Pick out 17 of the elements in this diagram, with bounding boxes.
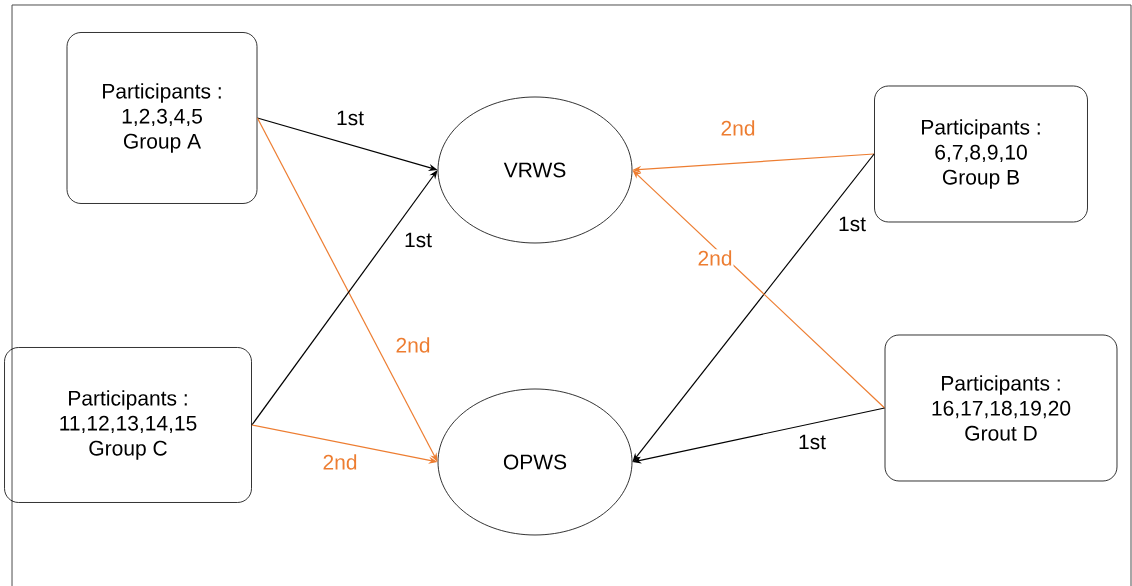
ellipse-node: OPWS (437, 388, 633, 536)
edge-label: 1st (405, 232, 432, 248)
edge-label: 2nd (721, 120, 755, 136)
participant-box: Participants : 16,17,18,19,20 Grout D (884, 334, 1118, 482)
arrow (256, 117, 438, 462)
ellipse-node: VRWS (437, 96, 633, 244)
edge-label: 2nd (396, 337, 430, 353)
participant-box: Participants : 11,12,13,14,15 Group C (4, 347, 252, 503)
arrow (251, 170, 438, 426)
edge-label: 2nd (698, 250, 732, 266)
edge-label: 1st (337, 110, 364, 126)
participant-box: Participants : 6,7,8,9,10 Group B (874, 85, 1088, 223)
participant-box: Participants : 1,2,3,4,5 Group A (66, 32, 258, 204)
arrow (632, 153, 875, 462)
edge-label: 1st (839, 216, 866, 232)
edge-label: 1st (799, 434, 826, 450)
edge-label: 2nd (323, 454, 357, 470)
